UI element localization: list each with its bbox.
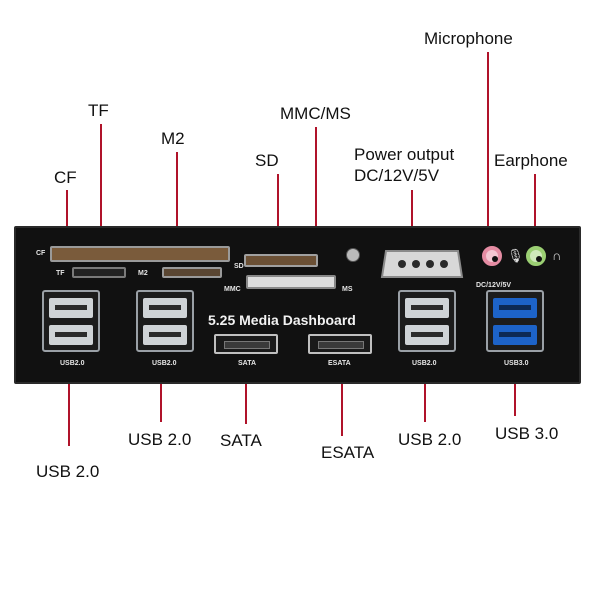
callout-sata: SATA: [220, 431, 262, 450]
panel-label-m2: M2: [138, 270, 148, 277]
leader-mmc-ms: [315, 127, 317, 279]
panel-label-usb-right: USB2.0: [412, 360, 437, 367]
callout-m2: M2: [161, 129, 185, 148]
usb-port[interactable]: [143, 298, 187, 318]
callout-usb20-second: USB 2.0: [128, 430, 192, 449]
leader-usb30: [514, 372, 516, 416]
sd-card-slot[interactable]: [244, 254, 318, 267]
media-dashboard-panel: CF TF M2 SD MMC MS 🎙 ∩ DC/12V/5V USB2.0 …: [14, 226, 581, 384]
panel-label-sata: SATA: [238, 360, 257, 367]
leader-earphone: [534, 174, 536, 244]
usb30-port-pair[interactable]: [486, 290, 544, 352]
callout-esata: ESATA: [321, 443, 375, 462]
tf-card-slot[interactable]: [72, 267, 126, 278]
usb20-port-pair-right[interactable]: [398, 290, 456, 352]
callout-power-voltage: DC/12V/5V: [354, 166, 440, 185]
panel-label-tf: TF: [56, 270, 65, 277]
cf-card-slot[interactable]: [50, 246, 230, 262]
mmc-ms-card-slot[interactable]: [246, 275, 336, 289]
leader-microphone: [487, 52, 489, 244]
power-output-connector[interactable]: [380, 247, 464, 281]
callout-sd: SD: [255, 151, 279, 170]
leader-power: [411, 190, 413, 246]
callout-usb20-right: USB 2.0: [398, 430, 462, 449]
usb-port[interactable]: [405, 325, 449, 345]
usb3-port[interactable]: [493, 298, 537, 318]
callout-mmc-ms: MMC/MS: [280, 104, 351, 123]
usb20-port-pair-second[interactable]: [136, 290, 194, 352]
leader-usb20-right: [424, 372, 426, 422]
callout-microphone: Microphone: [424, 29, 513, 48]
esata-port[interactable]: [308, 334, 372, 354]
microphone-jack[interactable]: [482, 246, 502, 266]
leader-esata: [341, 372, 343, 436]
molex-connector-icon: [380, 250, 464, 278]
leader-cf: [66, 190, 68, 250]
microphone-icon: 🎙: [507, 248, 524, 263]
usb-port[interactable]: [49, 298, 93, 318]
earphone-jack[interactable]: [526, 246, 546, 266]
panel-label-sd: SD: [234, 263, 244, 270]
leader-sd: [277, 174, 279, 258]
sata-port[interactable]: [214, 334, 278, 354]
panel-label-usb3: USB3.0: [504, 360, 529, 367]
leader-tf: [100, 124, 102, 272]
leader-m2: [176, 152, 178, 270]
panel-title: 5.25 Media Dashboard: [208, 312, 356, 328]
headphone-icon: ∩: [552, 248, 562, 263]
m2-card-slot[interactable]: [162, 267, 222, 278]
usb-port[interactable]: [405, 298, 449, 318]
panel-label-cf: CF: [36, 250, 46, 257]
screw-icon: [346, 248, 360, 262]
callout-tf: TF: [88, 101, 109, 120]
leader-sata: [245, 372, 247, 424]
leader-usb20-left: [68, 372, 70, 446]
panel-label-usb-left: USB2.0: [60, 360, 85, 367]
callout-usb20-left: USB 2.0: [36, 462, 100, 481]
panel-label-mmc: MMC: [224, 286, 241, 293]
callout-earphone: Earphone: [494, 151, 568, 170]
usb20-port-pair-left[interactable]: [42, 290, 100, 352]
panel-label-esata: ESATA: [328, 360, 351, 367]
panel-label-dc: DC/12V/5V: [476, 282, 512, 289]
panel-label-usb-second: USB2.0: [152, 360, 177, 367]
usb3-port[interactable]: [493, 325, 537, 345]
usb-port[interactable]: [49, 325, 93, 345]
callout-power-output: Power output: [354, 145, 455, 164]
panel-label-ms: MS: [342, 286, 353, 293]
usb-port[interactable]: [143, 325, 187, 345]
callout-cf: CF: [54, 168, 77, 187]
callout-usb30: USB 3.0: [495, 424, 559, 443]
leader-usb20-second: [160, 372, 162, 422]
